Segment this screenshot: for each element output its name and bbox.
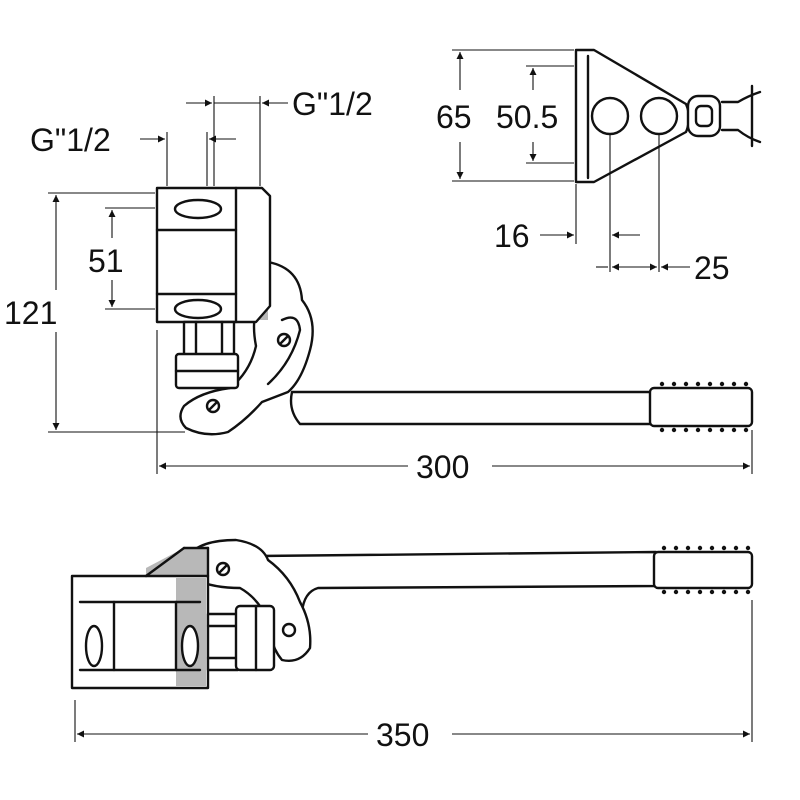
pipe-lower xyxy=(720,128,762,144)
side-view xyxy=(70,538,754,690)
valve-body xyxy=(155,186,272,324)
inlet-port-bottom xyxy=(173,298,223,320)
side-view-dimensions xyxy=(74,600,753,742)
dim-label-front-inner: 50.5 xyxy=(496,99,558,135)
dim-label-inlet-left: G"1/2 xyxy=(30,122,111,158)
inlet-port-top xyxy=(173,198,223,220)
top-view xyxy=(155,186,754,436)
dim-label-height-inner: 51 xyxy=(88,243,124,279)
dim-label-hole-spacing: 25 xyxy=(694,250,730,286)
dim-label-hole-diameter: 16 xyxy=(494,218,530,254)
side-fitting-inner xyxy=(694,104,714,128)
front-view-dimensions xyxy=(452,49,690,272)
side-lever-arm xyxy=(256,550,658,620)
dim-label-front-outer: 65 xyxy=(436,99,472,135)
outlet-nut xyxy=(182,320,236,358)
grip-ribs xyxy=(659,381,749,433)
pipe-upper xyxy=(720,90,762,104)
hole-left xyxy=(590,96,630,136)
screw-upper-slot xyxy=(278,334,290,346)
dim-label-inlet-right: G"1/2 xyxy=(292,86,373,122)
side-body-top-shade xyxy=(146,548,208,576)
dim-label-lever-length: 300 xyxy=(416,449,469,485)
cam-plate xyxy=(179,260,314,436)
side-lever-grip xyxy=(652,550,754,590)
cam-plate-inner xyxy=(266,316,302,386)
side-outlet-nut xyxy=(206,612,240,672)
side-grip-ribs xyxy=(661,545,751,595)
side-body-bevel xyxy=(144,546,186,578)
dim-label-total-length: 350 xyxy=(376,717,429,753)
hole-right xyxy=(639,96,679,136)
side-valve-body xyxy=(70,574,210,690)
side-port-left xyxy=(84,624,104,668)
screw-lower-slot xyxy=(207,400,219,412)
lever-grip xyxy=(648,386,754,428)
front-view xyxy=(574,48,762,184)
side-port-right xyxy=(180,624,200,668)
top-view-dimensions xyxy=(48,96,753,474)
side-screw-lower xyxy=(281,622,297,638)
lever-arm xyxy=(289,390,654,426)
dim-label-height-total: 121 xyxy=(4,295,57,331)
